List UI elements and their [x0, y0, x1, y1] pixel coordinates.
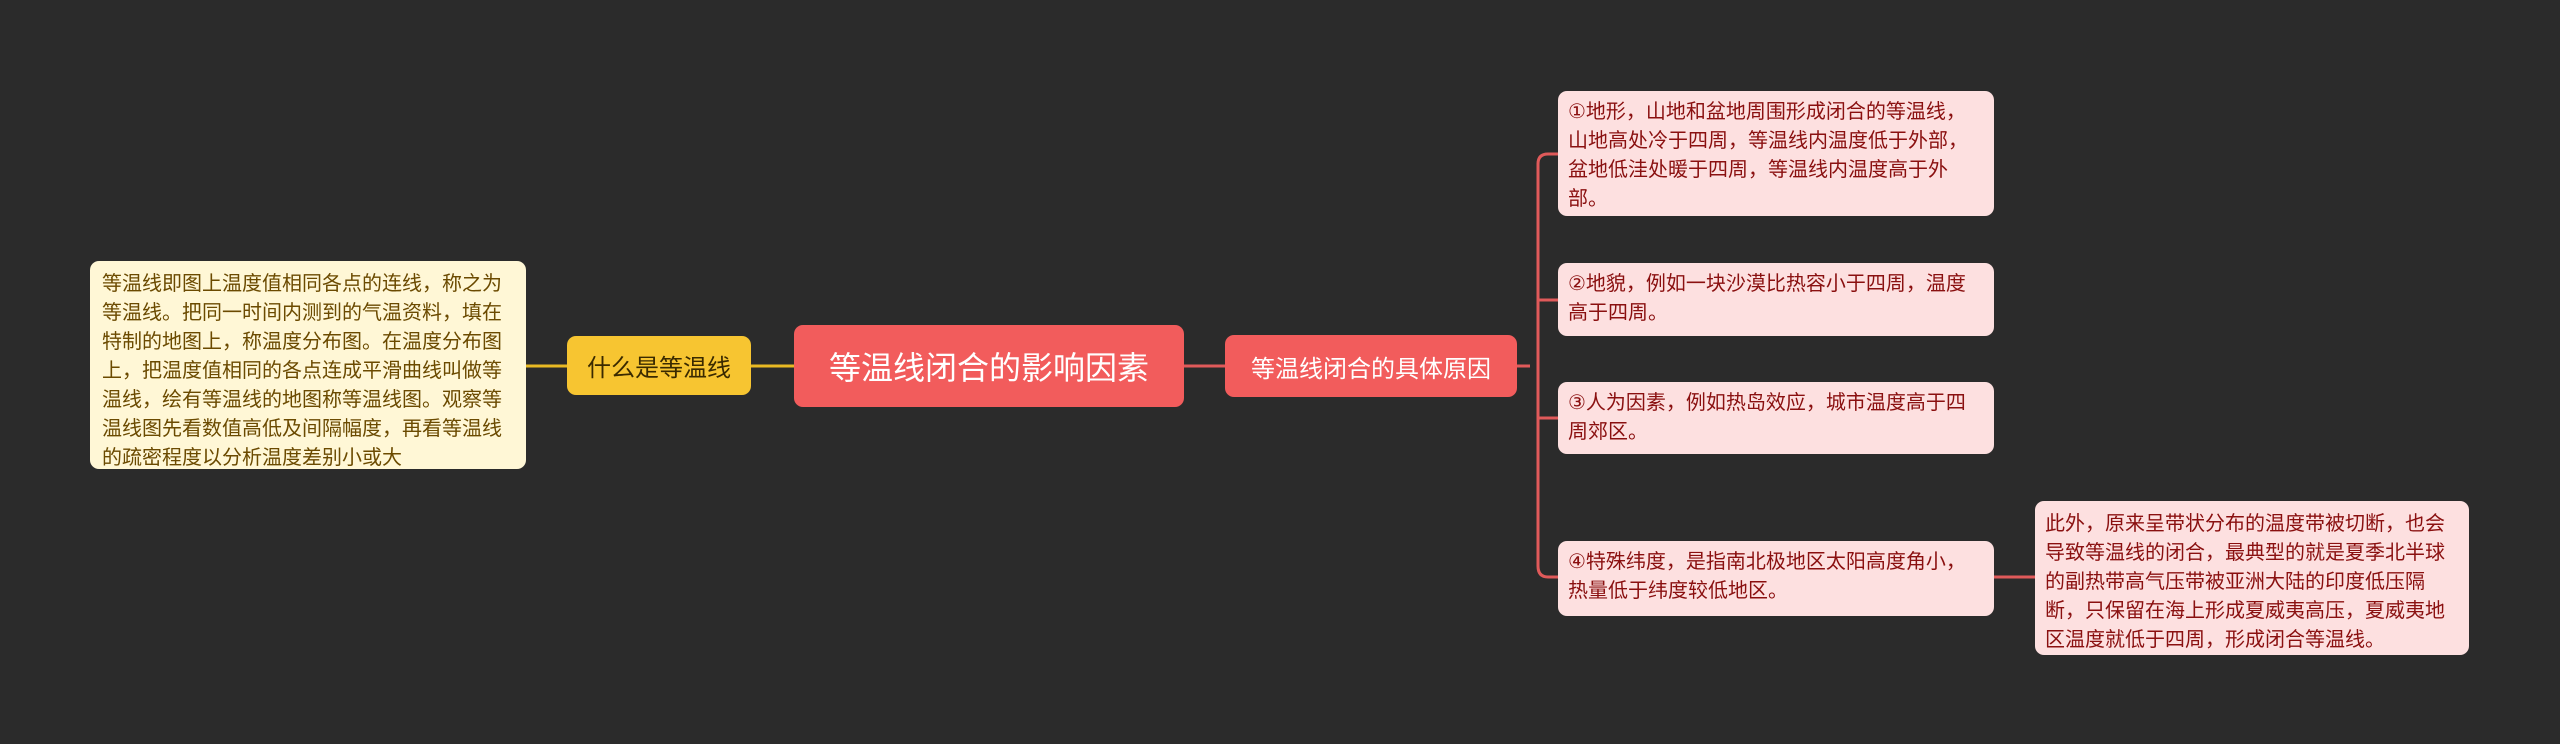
definition-text: 等温线即图上温度值相同各点的连线，称之为等温线。把同一时间内测到的气温资料，填在… — [102, 271, 502, 469]
reason-item-4-detail[interactable]: 此外，原来呈带状分布的温度带被切断，也会导致等温线的闭合，最典型的就是夏季北半球… — [2035, 501, 2469, 655]
root-label: 等温线闭合的影响因素 — [828, 349, 1149, 387]
reason-text: ③人为因素，例如热岛效应，城市温度高于四周郊区。 — [1568, 390, 1966, 443]
right-topic-label: 等温线闭合的具体原因 — [1251, 354, 1491, 383]
reason-item-4[interactable]: ④特殊纬度，是指南北极地区太阳高度角小，热量低于纬度较低地区。 — [1558, 541, 1994, 616]
reason-text: ④特殊纬度，是指南北极地区太阳高度角小，热量低于纬度较低地区。 — [1568, 549, 1966, 602]
root-node[interactable]: 等温线闭合的影响因素 — [794, 325, 1184, 407]
connector-spine — [1517, 152, 1558, 579]
definition-note: 等温线即图上温度值相同各点的连线，称之为等温线。把同一时间内测到的气温资料，填在… — [90, 261, 526, 469]
detail-text: 此外，原来呈带状分布的温度带被切断，也会导致等温线的闭合，最典型的就是夏季北半球… — [2045, 511, 2445, 651]
left-topic-node[interactable]: 什么是等温线 — [567, 336, 751, 395]
reason-text: ②地貌，例如一块沙漠比热容小于四周，温度高于四周。 — [1568, 271, 1966, 324]
reason-item-2[interactable]: ②地貌，例如一块沙漠比热容小于四周，温度高于四周。 — [1558, 263, 1994, 336]
reason-item-3[interactable]: ③人为因素，例如热岛效应，城市温度高于四周郊区。 — [1558, 382, 1994, 454]
left-topic-label: 什么是等温线 — [587, 354, 731, 382]
right-topic-node[interactable]: 等温线闭合的具体原因 — [1225, 335, 1517, 397]
reason-text: ①地形，山地和盆地周围形成闭合的等温线，山地高处冷于四周，等温线内温度低于外部，… — [1568, 99, 1968, 210]
reason-item-1[interactable]: ①地形，山地和盆地周围形成闭合的等温线，山地高处冷于四周，等温线内温度低于外部，… — [1558, 91, 1994, 216]
